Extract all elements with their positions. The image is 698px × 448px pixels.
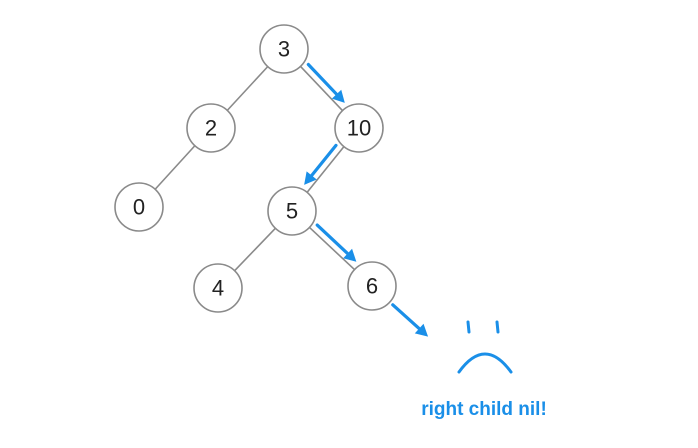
search-arrow-head: [304, 171, 317, 185]
tree-node-2: 2: [186, 103, 236, 153]
edge-10-5: [306, 146, 345, 193]
search-arrow-5-to-6: [315, 223, 357, 262]
tree-node-circle: [193, 263, 243, 313]
search-arrow-head: [331, 89, 345, 103]
tree-node-circle: [267, 186, 317, 236]
edge-5-6: [308, 226, 356, 271]
search-arrow-shaft: [391, 303, 421, 331]
search-arrow-shaft: [310, 143, 338, 178]
tree-node-label: 4: [212, 276, 224, 301]
tree-node-label: 10: [347, 116, 371, 141]
tree-node-label: 6: [366, 274, 378, 299]
sad-face-icon: [457, 320, 513, 374]
edge-3-2: [226, 66, 269, 111]
tree-node-circle: [186, 103, 236, 153]
sad-face-left-eye: [466, 320, 471, 334]
search-arrow-head: [414, 323, 429, 337]
tree-node-10: 10: [334, 103, 384, 153]
edge-3-10: [299, 65, 344, 112]
tree-node-circle: [347, 261, 397, 311]
tree-node-label: 3: [278, 37, 290, 62]
sad-face-right-eye: [495, 320, 500, 334]
tree-node-6: 6: [347, 261, 397, 311]
edge-5-4: [234, 227, 276, 272]
tree-node-circle: [114, 182, 164, 232]
search-arrow-shaft: [306, 62, 339, 96]
search-arrow-head: [343, 248, 357, 262]
tree-node-circle: [259, 24, 309, 74]
search-arrow-3-to-10: [306, 62, 345, 103]
search-arrow-shaft: [315, 223, 350, 256]
tree-node-label: 5: [286, 199, 298, 224]
sad-face-mouth: [457, 352, 513, 374]
nil-caption: right child nil!: [421, 399, 547, 420]
tree-node-label: 0: [133, 195, 145, 220]
search-arrow-6-to-nil: [391, 303, 429, 337]
edges-layer: [154, 65, 356, 272]
edge-2-0: [154, 145, 196, 190]
tree-node-label: 2: [205, 116, 217, 141]
tree-node-0: 0: [114, 182, 164, 232]
tree-node-circle: [334, 103, 384, 153]
tree-node-5: 5: [267, 186, 317, 236]
tree-node-4: 4: [193, 263, 243, 313]
tree-node-3: 3: [259, 24, 309, 74]
search-path-arrows: [304, 62, 429, 337]
nodes-layer: 3 2 10 0 5 4 6: [114, 24, 397, 313]
search-arrow-10-to-5: [304, 143, 338, 185]
